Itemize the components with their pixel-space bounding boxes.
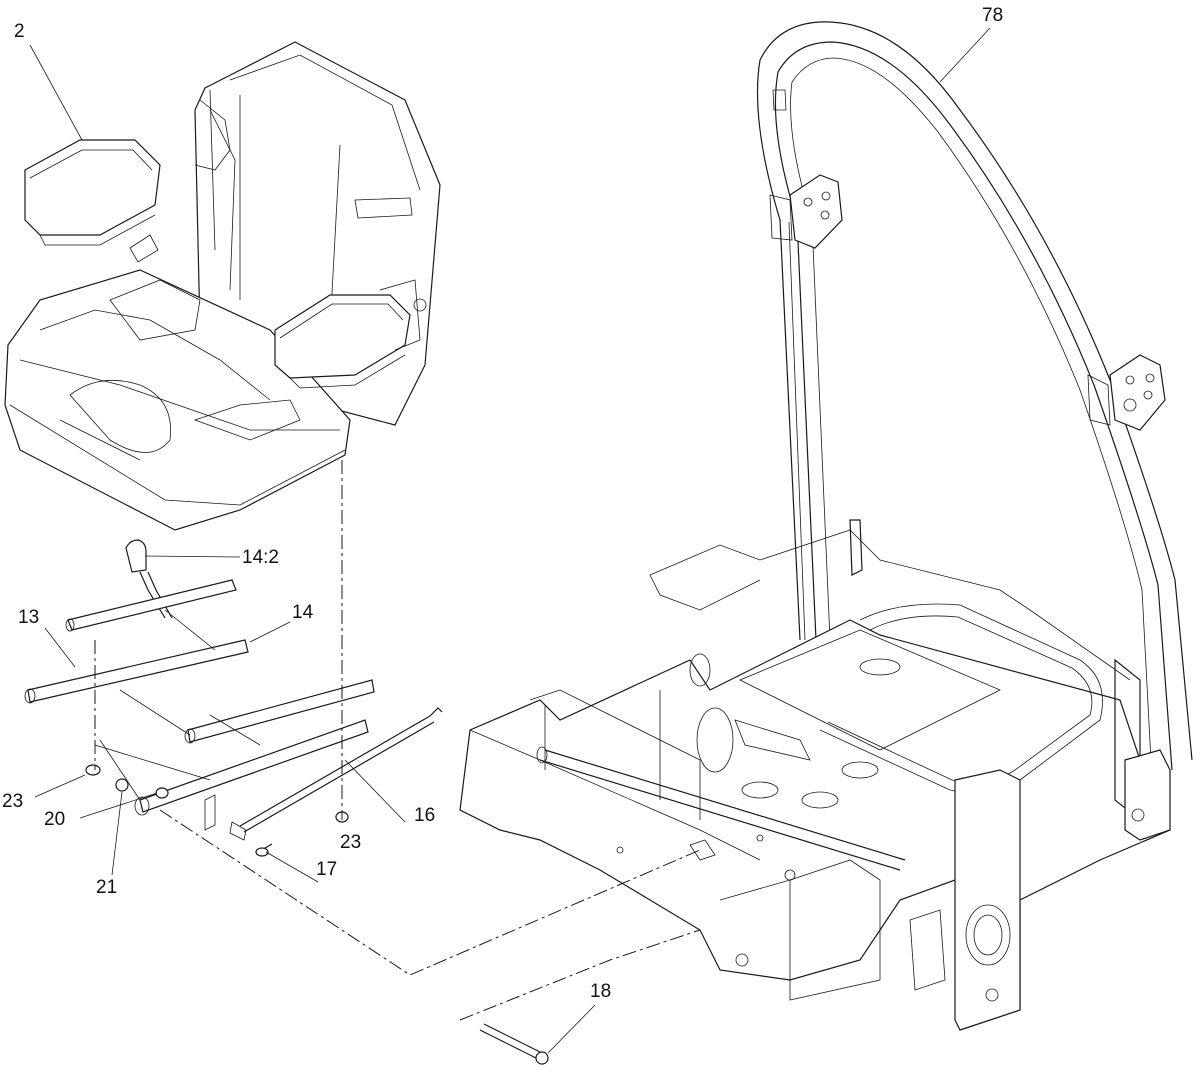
- callout-pin-18: 18: [590, 981, 612, 1002]
- callout-nut-21: 21: [96, 877, 118, 898]
- seat-assembly: [4, 41, 441, 531]
- latch-rod: [229, 707, 443, 841]
- callout-rail-13: 13: [18, 607, 40, 628]
- hardware: [85, 764, 349, 857]
- callout-rod-16: 16: [414, 805, 436, 826]
- chassis-frame: [459, 519, 1171, 1031]
- leader-lines: [29, 27, 991, 1054]
- callout-nut-23-left: 23: [2, 791, 24, 812]
- callout-seat: 2: [14, 21, 25, 42]
- callout-rail-14: 14: [292, 602, 314, 623]
- assembly-lines: [94, 460, 701, 1021]
- callout-nut-23-right: 23: [340, 832, 362, 853]
- rollover-protection-bar: [756, 21, 1193, 781]
- callout-rops: 78: [982, 5, 1004, 26]
- callout-lever: 14:2: [242, 547, 279, 568]
- seat-slide-rails: [24, 539, 375, 831]
- hinge-pin: [479, 1023, 549, 1065]
- callout-bolt-17: 17: [316, 859, 338, 880]
- callout-nut-20: 20: [44, 809, 66, 830]
